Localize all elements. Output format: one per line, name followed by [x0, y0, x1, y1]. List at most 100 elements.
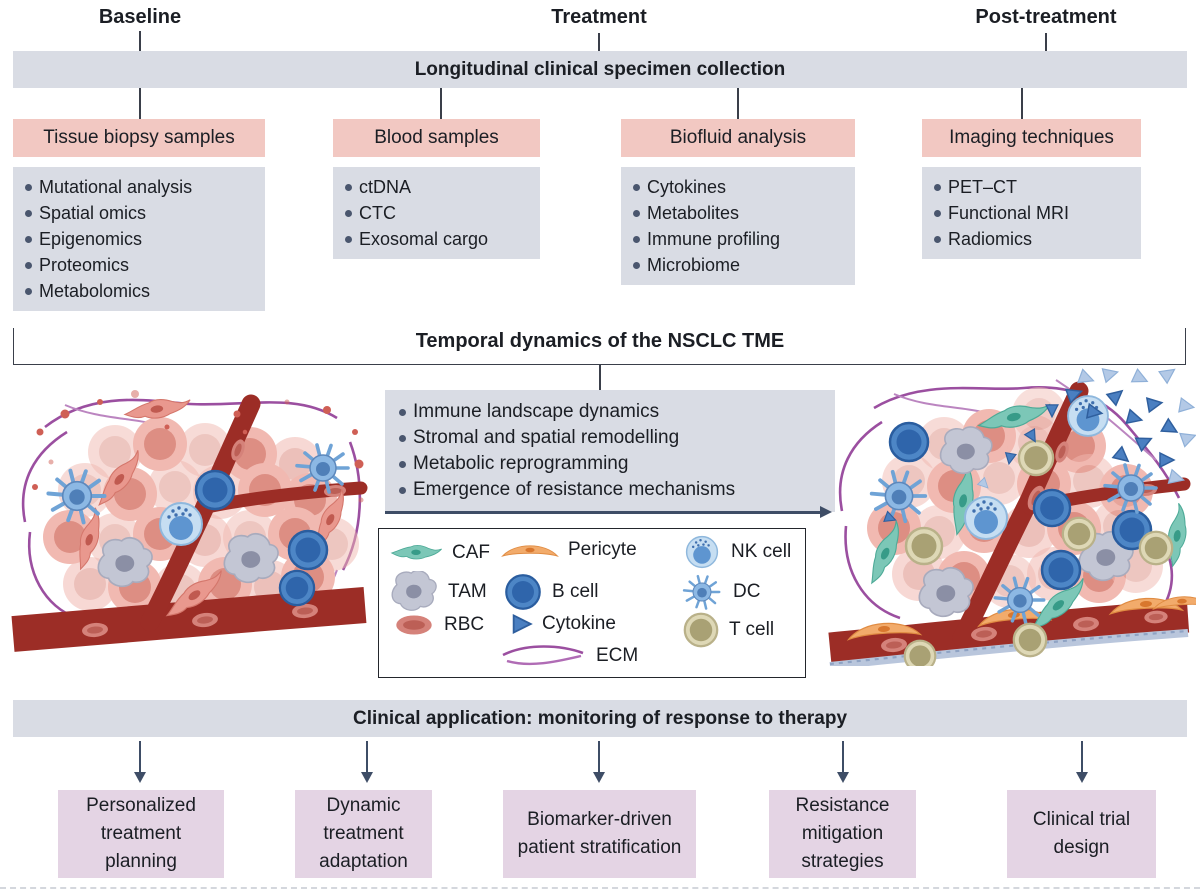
legend-item-b-cell: B cell: [503, 573, 598, 611]
ecm-icon: [502, 645, 584, 666]
timeline-label-treatment: Treatment: [551, 6, 647, 28]
list-item: Metabolites: [627, 200, 849, 226]
list-item: Immune landscape dynamics: [393, 399, 827, 425]
column-connector: [139, 88, 141, 119]
banner-specimen-collection: Longitudinal clinical specimen collectio…: [13, 51, 1187, 88]
timeline-label-post-treatment: Post-treatment: [975, 6, 1117, 28]
application-arrow: [133, 741, 148, 783]
timeline-tick: [139, 31, 141, 51]
legend-label: RBC: [444, 614, 485, 635]
application-box-text: Clinical trial design: [1032, 809, 1131, 858]
legend-label: CAF: [452, 542, 490, 563]
biofluid-analysis-list: Cytokines Metabolites Immune profiling M…: [621, 167, 855, 285]
list-item: Microbiome: [627, 252, 849, 278]
application-box-text: Biomarker-driven patient stratification: [517, 809, 682, 858]
pericyte-icon: [502, 545, 558, 557]
legend-label: ECM: [596, 645, 639, 666]
application-arrow: [836, 741, 851, 783]
column-connector: [1021, 88, 1023, 119]
application-box-resistance-mitigation: Resistance mitigation strategies: [769, 790, 916, 878]
legend-item-nk-cell: NK cell: [682, 532, 791, 572]
column-connector: [737, 88, 739, 119]
nk-cell-icon: [685, 535, 719, 569]
list-item: Metabolic reprogramming: [393, 451, 827, 477]
dynamics-bracket: [13, 328, 1186, 365]
legend-box: CAF Pericyte NK cell TAM B cell DC RBC: [378, 528, 806, 678]
legend-label: NK cell: [731, 541, 792, 562]
column-header-text: Blood samples: [374, 127, 499, 148]
column-header-blood-samples: Blood samples: [333, 119, 540, 157]
t-cell-icon: [683, 612, 719, 648]
list-item: Mutational analysis: [19, 174, 259, 200]
caf-icon: [391, 545, 443, 560]
legend-item-ecm: ECM: [499, 643, 638, 669]
column-header-text: Biofluid analysis: [669, 127, 807, 148]
timeline-label-baseline: Baseline: [98, 6, 182, 28]
vessel-membrane: [829, 629, 1189, 666]
legend-label: DC: [733, 581, 761, 602]
application-arrow: [1075, 741, 1090, 783]
banner-clinical-application-text: Clinical application: monitoring of resp…: [352, 707, 848, 729]
banner-specimen-collection-text: Longitudinal clinical specimen collectio…: [414, 58, 786, 80]
application-box-text: Resistance mitigation strategies: [795, 795, 890, 872]
banner-clinical-application: Clinical application: monitoring of resp…: [13, 700, 1187, 737]
list-item: Exosomal cargo: [339, 226, 534, 252]
list-item: Spatial omics: [19, 200, 259, 226]
b-cell-icon: [505, 574, 541, 610]
list-item: Epigenomics: [19, 226, 259, 252]
list-item: Functional MRI: [928, 200, 1135, 226]
application-box-text: Dynamic treatment adaptation: [319, 795, 408, 872]
legend-item-rbc: RBC: [393, 613, 484, 637]
dynamics-connector: [599, 365, 601, 390]
column-header-text: Imaging techniques: [949, 127, 1114, 148]
legend-item-caf: CAF: [389, 539, 490, 567]
legend-label: Pericyte: [568, 539, 637, 560]
ecm-fibers: [21, 398, 362, 623]
dynamics-title: Temporal dynamics of the NSCLC TME: [415, 330, 785, 352]
figure-bottom-divider: [0, 887, 1200, 889]
dc-icon: [682, 574, 721, 610]
application-box-biomarker-stratification: Biomarker-driven patient stratification: [503, 790, 696, 878]
column-connector: [440, 88, 442, 119]
legend-item-t-cell: T cell: [682, 611, 774, 649]
list-item: PET–CT: [928, 174, 1135, 200]
timeline-tick: [1045, 33, 1047, 51]
column-header-text: Tissue biopsy samples: [43, 127, 235, 148]
list-item: Metabolomics: [19, 278, 259, 304]
legend-item-dc: DC: [680, 571, 760, 613]
list-item: Proteomics: [19, 252, 259, 278]
list-item: Cytokines: [627, 174, 849, 200]
tissue-biopsy-list: Mutational analysis Spatial omics Epigen…: [13, 167, 265, 311]
column-header-imaging-techniques: Imaging techniques: [922, 119, 1141, 157]
legend-label: B cell: [552, 581, 599, 602]
list-item: Emergence of resistance mechanisms: [393, 477, 827, 503]
application-box-dynamic-adaptation: Dynamic treatment adaptation: [295, 790, 432, 878]
list-item: Radiomics: [928, 226, 1135, 252]
tme-baseline-illustration: [11, 390, 368, 652]
timeline-tick: [598, 33, 600, 51]
list-item: ctDNA: [339, 174, 534, 200]
imaging-techniques-list: PET–CT Functional MRI Radiomics: [922, 167, 1141, 259]
legend-label: TAM: [448, 581, 487, 602]
dynamics-bullets-box: Immune landscape dynamics Stromal and sp…: [385, 390, 835, 512]
rbc-icon: [396, 615, 432, 635]
cytokine-icon: [512, 614, 532, 634]
tam-icon: [391, 571, 437, 611]
time-progression-arrow: [385, 506, 832, 518]
column-header-biofluid-analysis: Biofluid analysis: [621, 119, 855, 157]
application-box-text: Personalized treatment planning: [86, 795, 196, 872]
list-item: Stromal and spatial remodelling: [393, 425, 827, 451]
legend-item-cytokine: Cytokine: [509, 613, 616, 635]
legend-label: Cytokine: [542, 613, 616, 634]
application-arrow: [360, 741, 375, 783]
application-box-personalized-planning: Personalized treatment planning: [58, 790, 224, 878]
legend-label: T cell: [729, 619, 775, 640]
legend-item-pericyte: Pericyte: [501, 537, 637, 563]
list-item: Immune profiling: [627, 226, 849, 252]
tme-post-treatment-illustration: [828, 366, 1196, 666]
application-arrow: [592, 741, 607, 783]
blood-samples-list: ctDNA CTC Exosomal cargo: [333, 167, 540, 259]
legend-item-tam: TAM: [389, 571, 487, 613]
application-box-clinical-trial: Clinical trial design: [1007, 790, 1156, 878]
